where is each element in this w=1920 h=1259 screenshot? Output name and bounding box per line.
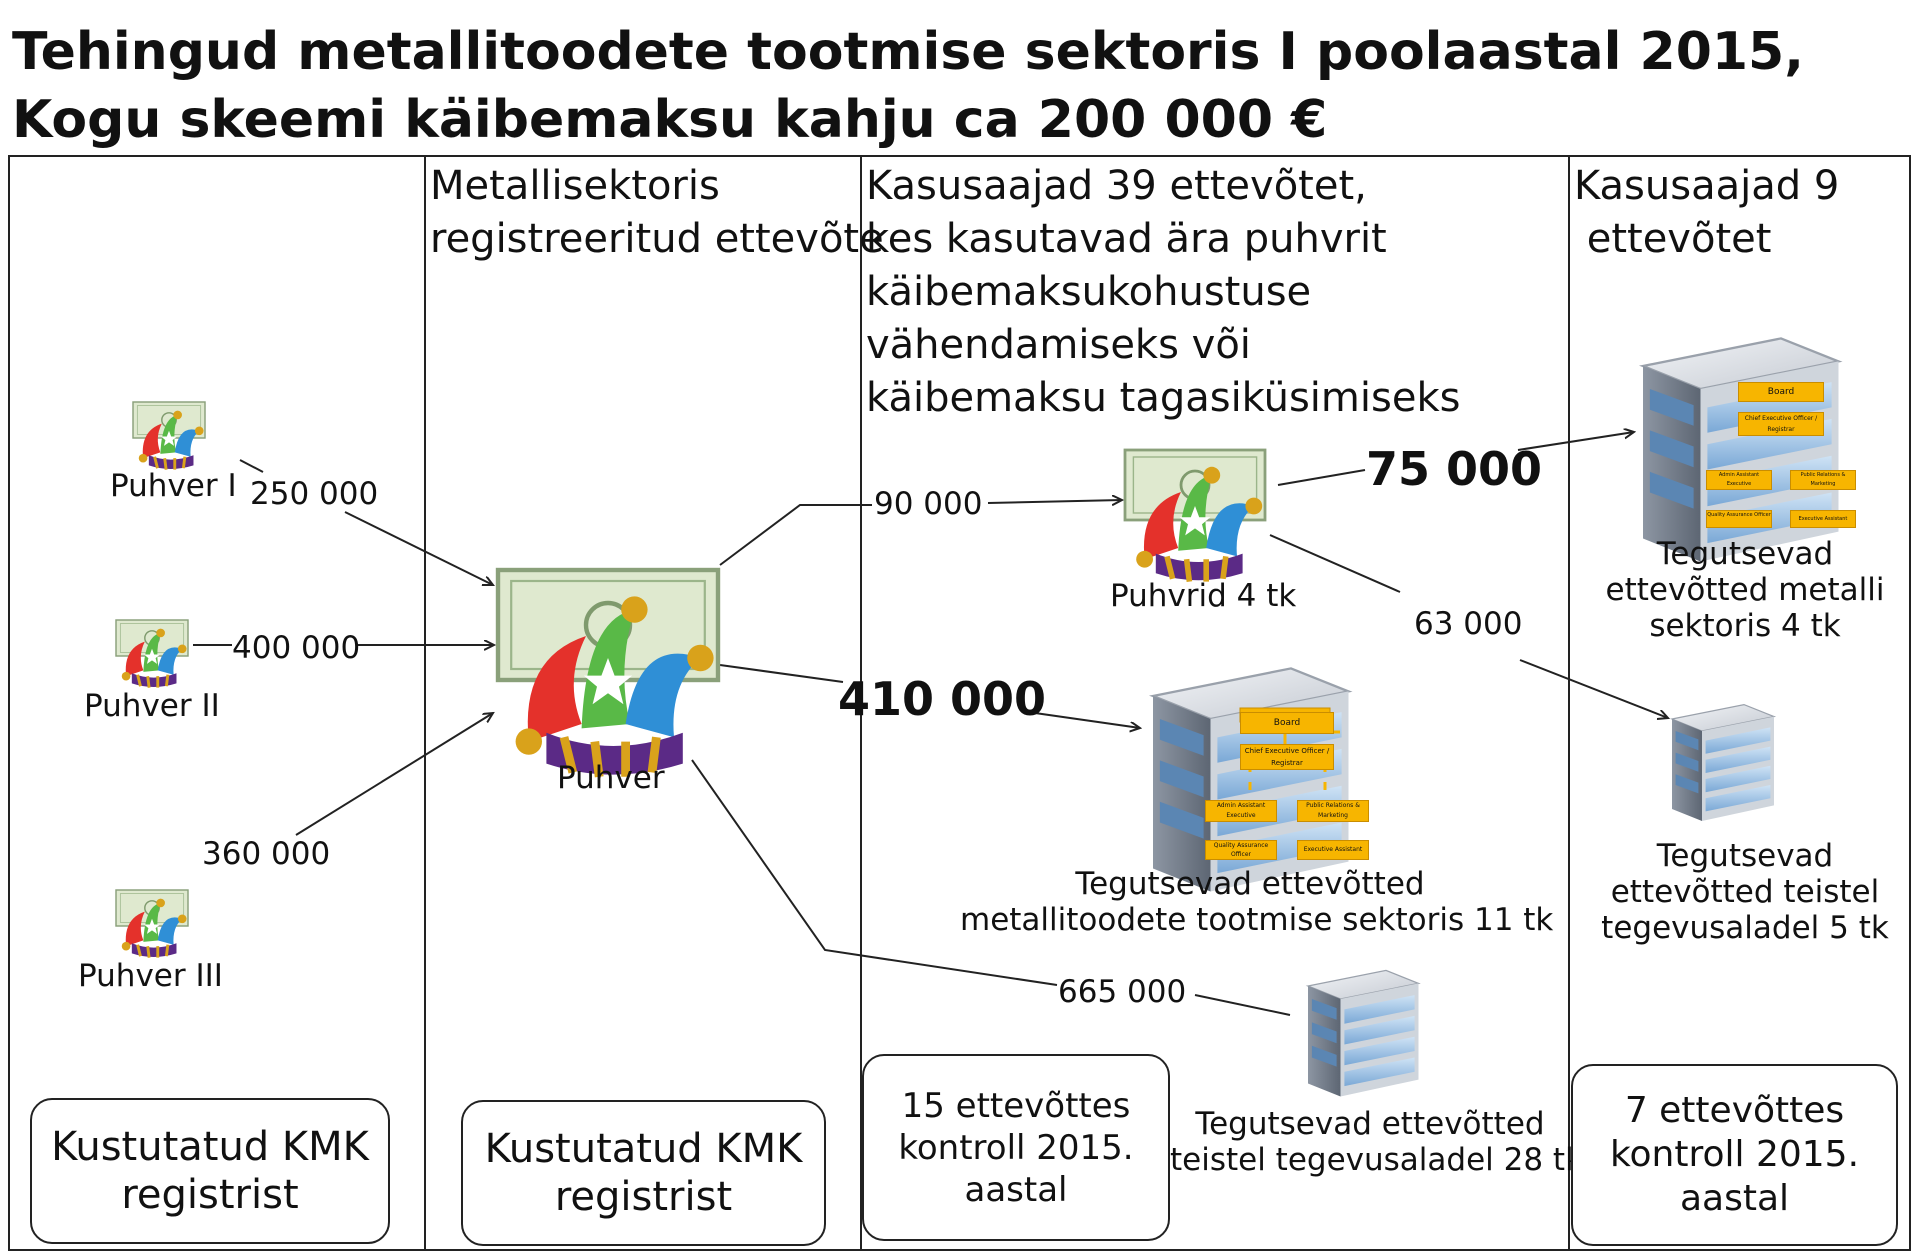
building-icon xyxy=(1307,969,1420,1098)
org-pr-box: Public Relations & Marketing xyxy=(1297,800,1369,822)
building-icon xyxy=(1671,703,1775,822)
puhvrid-4-label: Puhvrid 4 tk xyxy=(1110,578,1297,614)
puhver-2-label: Puhver II xyxy=(84,688,220,724)
jester-banknote-icon xyxy=(114,888,190,960)
org-qa-box: Quality Assurance Officer xyxy=(1706,510,1772,528)
deleted-from-register-box-2: Kustutatud KMK registrist xyxy=(461,1100,826,1246)
org-admin-box: Admin Assistant Executive xyxy=(1205,800,1277,822)
amount-665000: 665 000 xyxy=(1058,974,1187,1010)
deleted-from-register-box-1: Kustutatud KMK registrist xyxy=(30,1098,390,1244)
jester-banknote-icon xyxy=(1125,450,1265,582)
org-exec-box: Executive Assistant xyxy=(1790,510,1856,528)
control-15-companies-box: 15 ettevõttes kontroll 2015. aastal xyxy=(862,1054,1170,1241)
puhver-3-label: Puhver III xyxy=(78,958,223,994)
amount-75000: 75 000 xyxy=(1366,442,1543,496)
amount-63000: 63 000 xyxy=(1414,606,1523,642)
diagram-frame xyxy=(8,155,1911,1251)
column-heading-beneficiaries-9: Kasusaajad 9 ettevõtet xyxy=(1574,163,1840,262)
org-ceo-box: Chief Executive Officer / Registrar xyxy=(1240,744,1334,770)
amount-250000: 250 000 xyxy=(250,476,379,512)
jester-banknote-icon xyxy=(131,400,207,472)
building-icon xyxy=(1641,337,1840,563)
title-line-1: Tehingud metallitoodete tootmise sektori… xyxy=(12,22,1804,82)
puhver-1-label: Puhver I xyxy=(110,468,237,504)
control-7-companies-box: 7 ettevõttes kontroll 2015. aastal xyxy=(1571,1064,1898,1246)
metal-companies-4-label: Tegutsevad ettevõtted metalli sektoris 4… xyxy=(1605,536,1885,644)
jester-banknote-icon xyxy=(498,570,718,777)
amount-410000: 410 000 xyxy=(838,672,1047,726)
column-heading-registered-company: Metallisektoris registreeritud ettevõte xyxy=(430,163,884,262)
other-companies-5-label: Tegutsevad ettevõtted teistel tegevusala… xyxy=(1601,838,1889,946)
title-line-2: Kogu skeemi käibemaksu kahju ca 200 000 … xyxy=(12,90,1328,150)
amount-400000: 400 000 xyxy=(232,630,361,666)
org-ceo-box: Chief Executive Officer / Registrar xyxy=(1738,412,1824,436)
amount-360000: 360 000 xyxy=(202,836,331,872)
metal-companies-11-label: Tegutsevad ettevõtted metallitoodete too… xyxy=(960,866,1554,938)
other-companies-28-label: Tegutsevad ettevõtted teistel tegevusala… xyxy=(1170,1106,1584,1178)
amount-90000: 90 000 xyxy=(874,486,983,522)
org-exec-box: Executive Assistant xyxy=(1297,840,1369,860)
puhver-main-label: Puhver xyxy=(557,760,665,796)
column-divider-1 xyxy=(424,155,426,1251)
org-admin-box: Admin Assistant Executive xyxy=(1706,470,1772,490)
org-pr-box: Public Relations & Marketing xyxy=(1790,470,1856,490)
org-board-box: Board xyxy=(1738,382,1824,402)
column-divider-2 xyxy=(860,155,862,1251)
jester-banknote-icon xyxy=(114,618,190,690)
org-qa-box: Quality Assurance Officer xyxy=(1205,840,1277,860)
org-board-box: Board xyxy=(1240,712,1334,734)
column-heading-beneficiaries-39: Kasusaajad 39 ettevõtet, kes kasutavad ä… xyxy=(866,163,1461,421)
column-divider-3 xyxy=(1568,155,1570,1251)
